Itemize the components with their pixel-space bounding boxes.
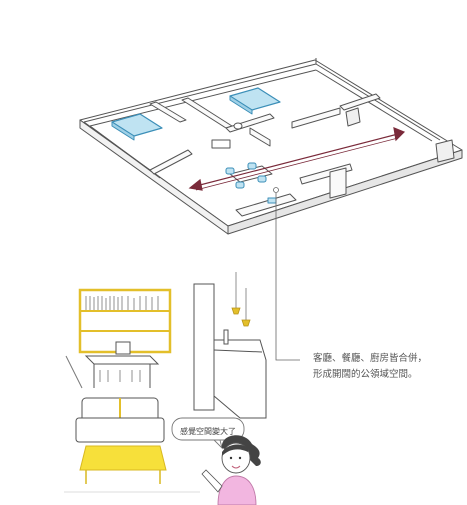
dining-set <box>225 162 273 189</box>
partition-left-low <box>149 149 193 175</box>
outer-wall-back-right-inner <box>315 69 433 142</box>
partition-kitchen-2 <box>329 167 347 199</box>
desk <box>65 341 160 389</box>
girl-shirt <box>217 475 257 505</box>
partition-bath-2 <box>249 127 271 147</box>
annotation-text: 客廳、餐廳、廚房皆合併， 形成開闊的公領域空間。 <box>313 351 463 383</box>
speech-bubble <box>171 417 245 450</box>
toilet <box>233 122 243 130</box>
girl-character <box>201 435 261 505</box>
column-right <box>435 139 455 163</box>
callout-leader <box>273 187 300 361</box>
arrow-left-head <box>188 178 203 191</box>
kitchen-sink <box>267 197 277 204</box>
kitchen-island <box>193 283 267 419</box>
partition-kitchen <box>299 163 353 185</box>
partition-right-1 <box>291 107 341 129</box>
bed-right <box>229 87 281 115</box>
sofa <box>75 397 165 443</box>
circulation-arrows <box>188 127 406 191</box>
speech-bubble-text: 感覺空間變大了 <box>180 427 236 436</box>
vanity <box>211 139 231 149</box>
partition-bedroom-1 <box>149 101 187 123</box>
outer-wall-back-left-inner <box>89 69 317 127</box>
bed-left <box>111 113 163 141</box>
annotation-line-1: 客廳、餐廳、廚房皆合併， <box>313 353 428 364</box>
coffee-table <box>79 445 167 484</box>
annotation-line-2: 形成開闊的公領域空間。 <box>313 369 418 380</box>
living-room-scene <box>64 272 267 493</box>
pendant-lamps <box>231 272 251 327</box>
partition-right-2 <box>339 93 381 111</box>
column-mid <box>345 107 361 127</box>
arrow-right-head <box>393 127 406 142</box>
outer-wall-back-right <box>315 63 441 141</box>
floor-plan <box>79 58 463 235</box>
girl-arm <box>201 469 223 493</box>
outer-wall-left-inner <box>89 125 159 177</box>
